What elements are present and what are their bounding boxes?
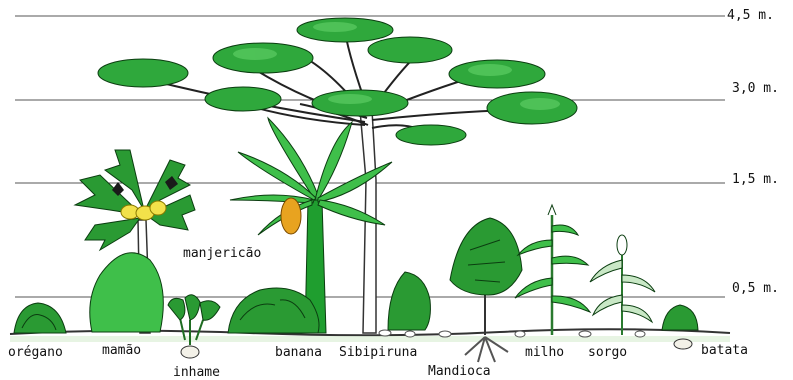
manjericao-plant: [228, 288, 319, 333]
plant-label-manjericao: manjericão: [183, 246, 261, 261]
plant-label-inhame: inhame: [173, 365, 220, 380]
papaya-fruit: [150, 201, 166, 215]
height-label-3-0m: 3,0 m.: [732, 81, 779, 96]
inhame-plant: [168, 295, 220, 358]
plant-label-sibipiruna: Sibipiruna: [339, 345, 417, 360]
plant-label-mandioca: Mandioca: [428, 364, 491, 379]
milho-plant: [515, 205, 590, 335]
plant-label-batata: batata: [701, 343, 748, 358]
banana-bunch: [281, 198, 301, 234]
plant-label-oregano: orégano: [8, 345, 63, 360]
height-label-4-5m: 4,5 m.: [727, 8, 774, 23]
plant-label-mamao: mamão: [102, 343, 141, 358]
batata-plant: [662, 305, 698, 349]
plant-label-sorgo: sorgo: [588, 345, 627, 360]
ground-litter: [10, 336, 730, 342]
height-label-1-5m: 1,5 m.: [732, 172, 779, 187]
oregano-plant: [14, 303, 66, 333]
height-label-0-5m: 0,5 m.: [732, 281, 779, 296]
plant-label-banana: banana: [275, 345, 322, 360]
plant-label-milho: milho: [525, 345, 564, 360]
sorgo-plant: [590, 235, 655, 335]
small-herb: [388, 272, 430, 330]
